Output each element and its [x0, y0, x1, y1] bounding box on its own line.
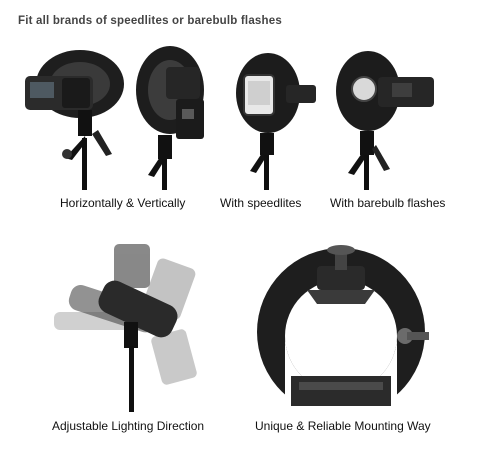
bracket-front-illustration [236, 53, 316, 190]
caption-mounting: Unique & Reliable Mounting Way [255, 419, 431, 433]
caption-speedlites: With speedlites [220, 196, 302, 210]
headline: Fit all brands of speedlites or barebulb… [18, 15, 282, 27]
bracket-speedlite-illustration [136, 46, 204, 190]
mounting-ring-illustration [257, 245, 429, 412]
adjustable-direction-illustration [54, 244, 197, 412]
bracket-barebulb-illustration [336, 51, 434, 190]
bracket-horizontal-illustration [25, 50, 124, 190]
caption-horizontal-vertical: Horizontally & Vertically [60, 196, 186, 210]
caption-adjustable: Adjustable Lighting Direction [52, 419, 205, 433]
caption-barebulb: With barebulb flashes [330, 196, 446, 210]
